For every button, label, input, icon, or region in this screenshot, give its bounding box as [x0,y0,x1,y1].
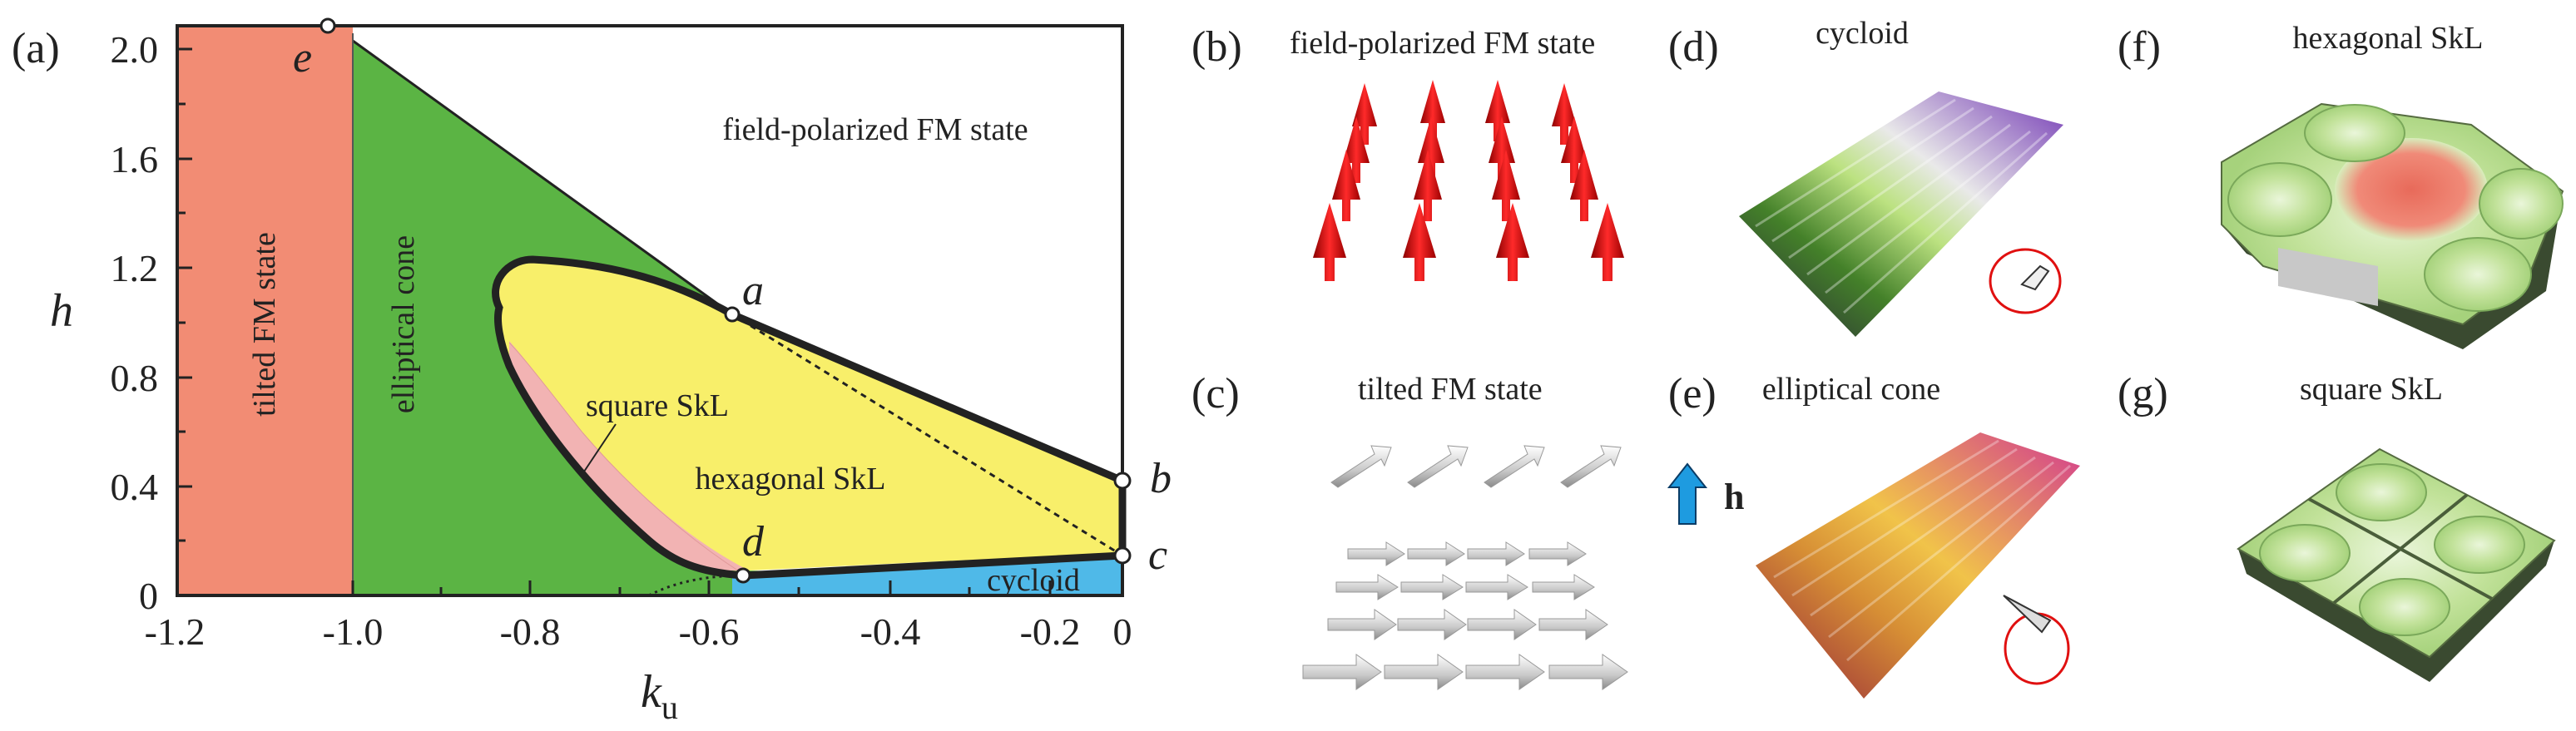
dashed-a-c [731,313,1123,557]
region-label-elliptical-cone: elliptical cone [386,235,421,413]
x-tick-label: -1.0 [323,610,384,653]
square-slab-side [2238,541,2554,682]
skyrmion-hex-3 [2304,104,2405,162]
skyrmion-square-2 [2434,516,2525,574]
skyrmion-hex-4 [2424,237,2532,312]
skyrmion-hex-1 [2227,162,2332,237]
skyrmion-hex-center [2335,138,2488,241]
point-label-b: b [1150,455,1172,502]
skyrmion-square-4 [2359,578,2450,636]
red-arrow-array [1313,80,1624,281]
x-tick-label: -0.8 [500,610,561,653]
x-axis-ticks [176,580,1052,595]
region-tilted-fm [177,26,353,595]
x-tick-label: 0 [1113,610,1132,653]
x-axis-title: ku [641,666,678,726]
point-label-d: d [742,518,765,566]
panel-title-g: square SkL [2300,372,2443,407]
panel-f: (f) hexagonal SkL [2118,21,2564,349]
panel-c: (c) tilted FM state [1191,370,1628,690]
cycloid-stripes [1755,98,2048,314]
panel-e: (e) elliptical cone [1668,370,2080,699]
phase-diagram: -1.2 -1.0 -0.8 -0.6 -0.4 -0.2 0 0 0.4 0.… [12,17,1172,726]
square-grid-line [2332,493,2469,605]
y-axis-ticks [177,47,192,597]
region-label-hexagonal-skl: hexagonal SkL [695,462,885,496]
region-label-tilted-fm: tilted FM state [247,232,282,417]
region-cycloid [732,556,1122,595]
y-tick-label: 0.8 [111,357,159,399]
y-tick-label: 1.2 [111,247,159,289]
panel-g: (g) square SkL [2118,370,2556,682]
y-tick-label: 0.4 [111,466,159,508]
panel-title-f: hexagonal SkL [2292,21,2483,56]
point-c [1113,546,1132,565]
point-b [1113,472,1132,490]
field-arrow-label: h [1724,477,1744,517]
grey-arrow-array [1302,445,1628,690]
skyrmion-square-1 [2336,463,2427,521]
panel-label-e: (e) [1668,370,1717,417]
point-e [320,17,336,34]
point-a [724,306,741,323]
region-hexagonal-skl [495,259,1122,571]
region-elliptical-cone [353,41,1122,595]
field-arrow: h [1667,462,1744,525]
panel-label-c: (c) [1191,370,1240,417]
point-label-c: c [1148,531,1167,579]
skyrmion-hex-2 [2479,168,2564,240]
x-tick-label: -0.2 [1020,610,1081,653]
cycloid-probe-icon [2020,264,2050,291]
point-label-a: a [742,267,764,314]
panel-title-d: cycloid [1816,16,1909,51]
panel-label-f: (f) [2118,23,2161,71]
point-d [735,567,751,584]
boundary-cycloid [742,551,1123,580]
panel-title-e: elliptical cone [1762,372,1940,407]
point-label-e: e [293,34,312,81]
region-label-field-polarized: field-polarized FM state [722,112,1028,147]
x-tick-label: -1.2 [145,610,206,653]
boundary-cone-fp [352,39,733,316]
cone-stripes [1773,439,2071,662]
panel-label-g: (g) [2118,370,2168,417]
x-axis-title-sub: u [661,689,678,726]
panel-label-b: (b) [1191,23,1242,71]
y-tick-label: 1.6 [111,138,159,180]
x-tick-label: -0.6 [679,610,740,653]
panel-title-c: tilted FM state [1358,372,1543,407]
region-label-square-skl: square SkL [586,388,729,423]
panel-b: (b) field-polarized FM state [1191,23,1624,281]
square-skl-leader [582,423,617,475]
y-tick-label: 2.0 [111,28,159,71]
y-tick-label: 0 [139,575,158,617]
hex-slab-grey-face [2278,248,2378,306]
panel-d: (d) cycloid [1668,16,2063,337]
x-axis-title-main: k [641,666,662,718]
panel-label-d: (d) [1668,23,1719,71]
cone-probe-icon [2003,595,2052,634]
field-arrow-icon [1667,462,1708,525]
region-label-cycloid: cycloid [987,563,1080,598]
plot-frame [176,24,1124,597]
skyrmion-square-3 [2259,524,2351,582]
cycloid-rotation-icon [1989,248,2062,314]
cycloid-spin-field [1739,91,2063,337]
y-axis-title: h [50,285,73,337]
boundary-skl [492,255,744,580]
panel-label-a: (a) [12,25,60,72]
cone-spin-field [1756,432,2080,699]
boundary-hex-fp [731,310,1124,485]
x-tick-label: -0.4 [860,610,921,653]
panel-title-b: field-polarized FM state [1290,26,1595,61]
boundary-square-hex [508,342,744,575]
